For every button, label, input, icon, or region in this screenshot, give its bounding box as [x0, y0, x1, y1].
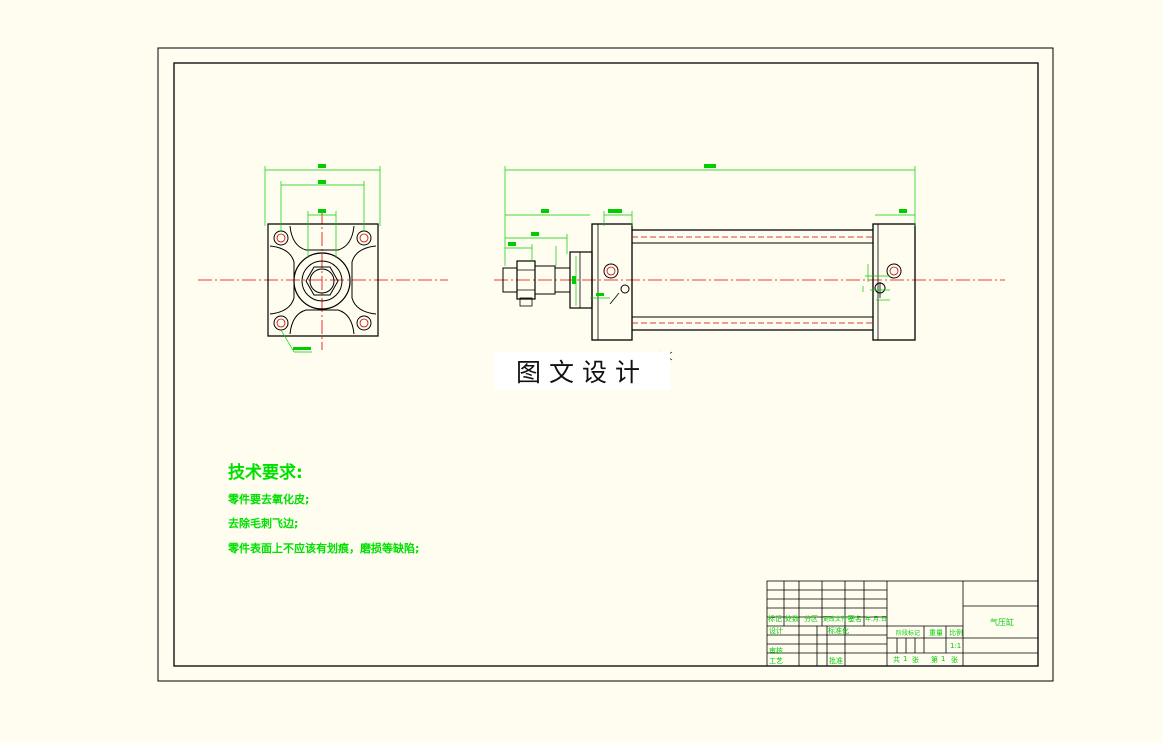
tb-sheet-no-label: 第: [931, 656, 938, 664]
tb-label: 比例: [949, 629, 963, 637]
requirement-item: 去除毛刺飞边;: [228, 517, 299, 530]
tb-sheet-no-unit: 张: [951, 656, 958, 664]
tb-label: 分区: [804, 615, 818, 623]
watermark-label: 图文设计: [494, 352, 670, 390]
tb-label: 批准: [829, 657, 843, 665]
tb-label: 处数: [785, 615, 799, 623]
tb-label: 审核: [769, 647, 783, 655]
tb-label: 标准化: [828, 627, 849, 635]
tb-scale: 1:1: [950, 642, 962, 650]
side-view: [494, 164, 1005, 361]
tb-label: 设计: [769, 627, 783, 635]
tb-sheet-total: 1: [903, 655, 908, 663]
tb-label: 阶段标记: [896, 630, 921, 637]
title-block: [766, 580, 1039, 667]
requirements-title: 技术要求:: [228, 463, 303, 483]
tb-label: 签名: [848, 615, 862, 623]
requirement-item: 零件表面上不应该有划痕，磨损等缺陷;: [228, 542, 420, 555]
inner-border: [173, 62, 1039, 667]
tb-sheet-total-label: 共: [893, 656, 900, 664]
tb-label: 重量: [929, 629, 943, 637]
tb-label: 标记: [768, 615, 782, 623]
front-view: [198, 164, 448, 353]
tb-part-name: 气压缸: [990, 618, 1014, 627]
requirement-item: 零件要去氧化皮;: [228, 493, 310, 506]
tb-label: 年.月.日: [865, 616, 887, 623]
tb-label: 工艺: [769, 657, 783, 665]
outer-border: [157, 47, 1054, 682]
tb-label: 更改文件号: [823, 616, 854, 623]
tb-sheet-total-unit: 张: [912, 656, 919, 664]
tb-sheet-no: 1: [941, 655, 946, 663]
